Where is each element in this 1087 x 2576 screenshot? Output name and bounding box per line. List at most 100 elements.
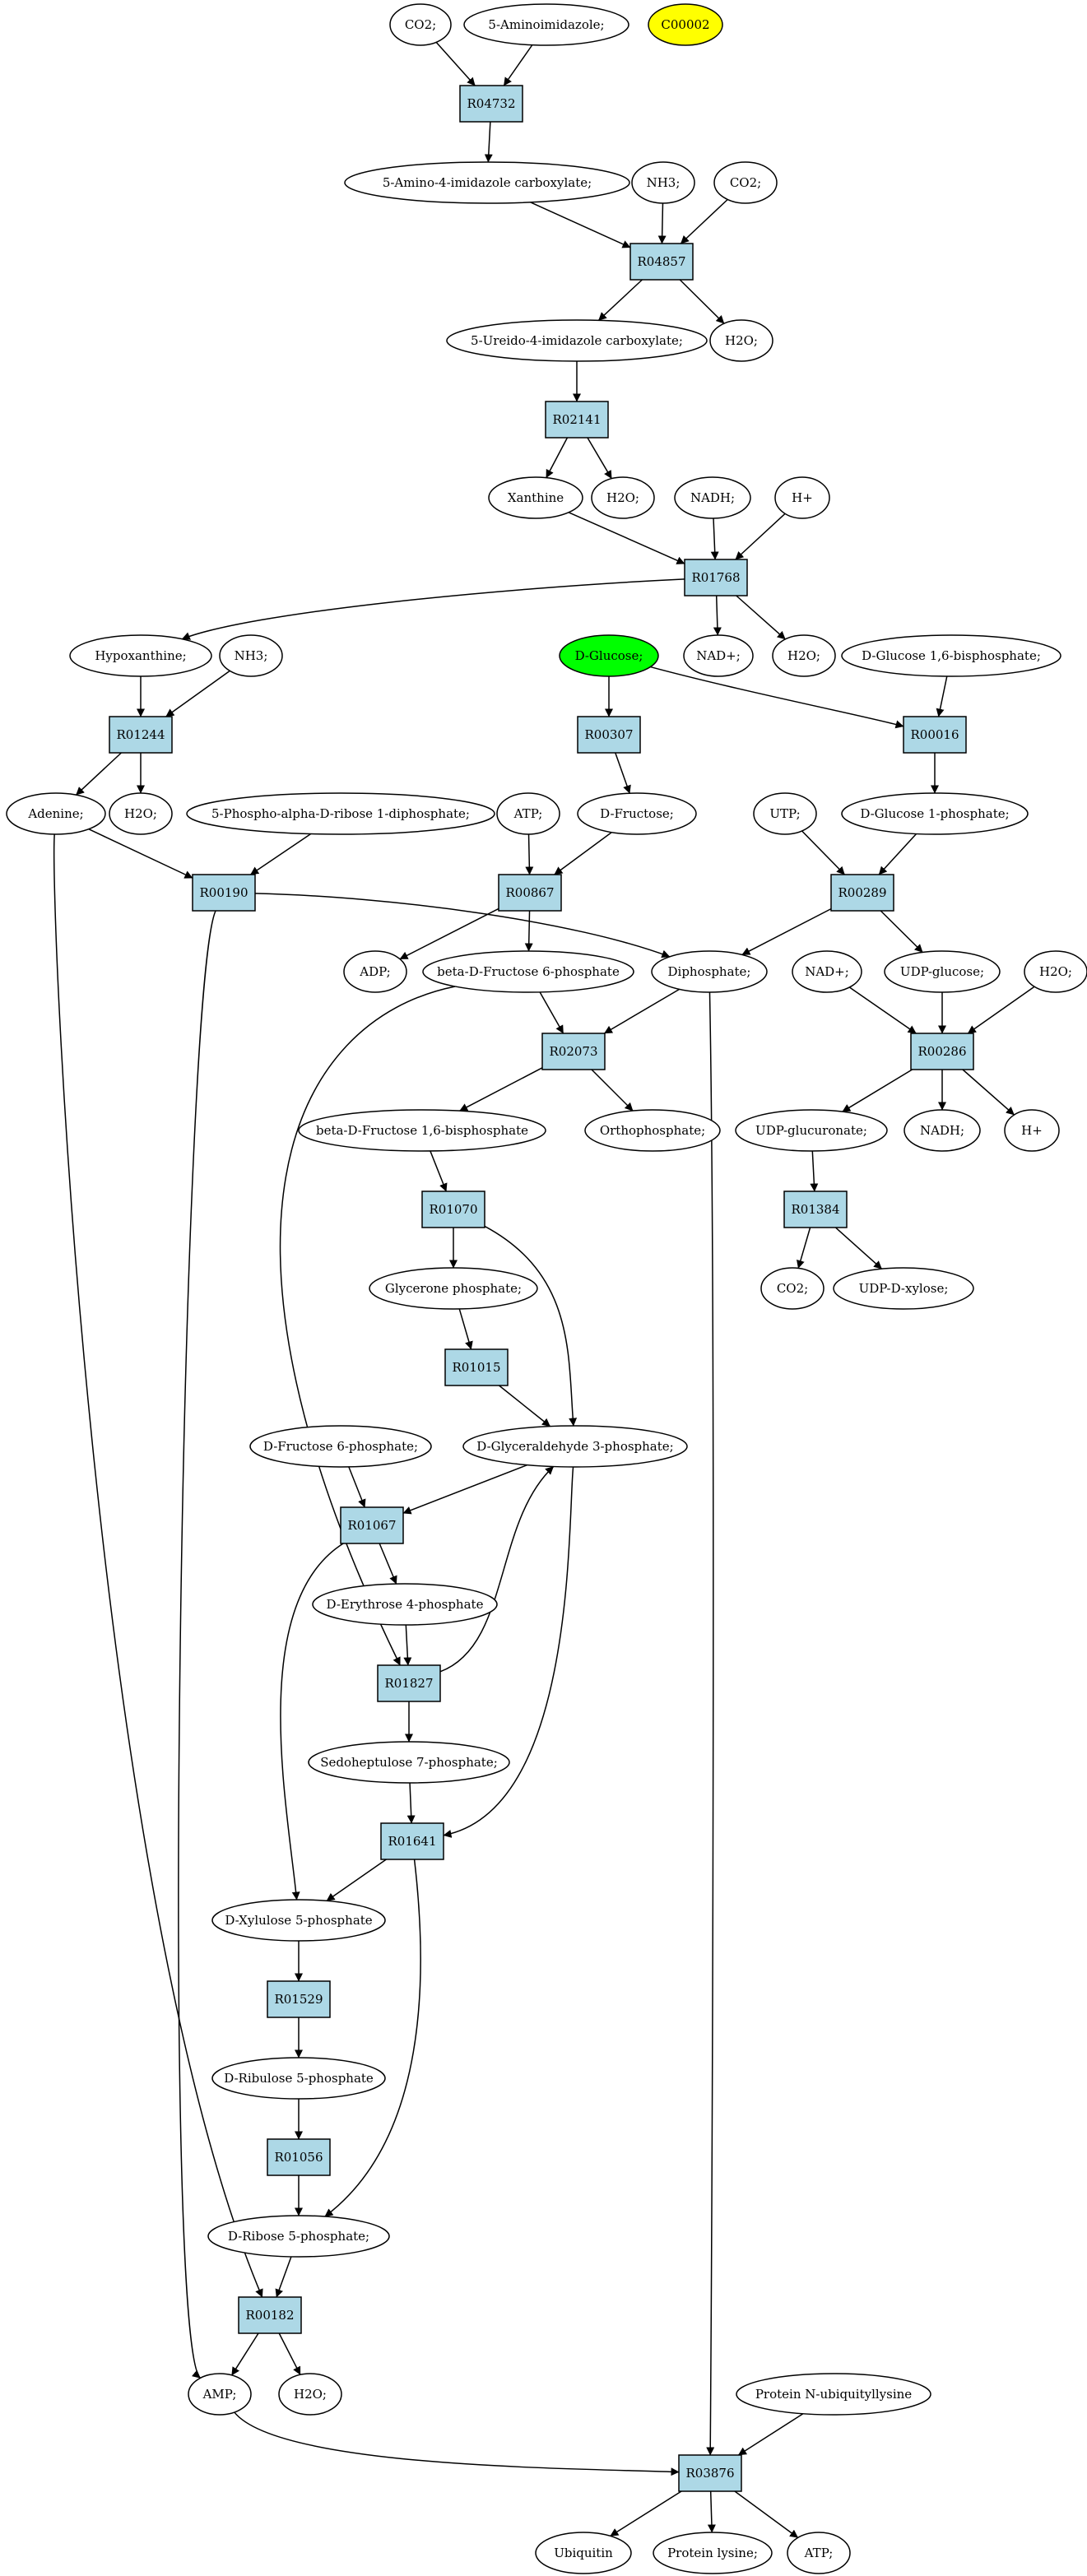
reaction-node-R01056: R01056 [267, 2138, 331, 2176]
reaction-node-R01827: R01827 [377, 1664, 441, 1702]
reaction-label: R00182 [245, 2308, 294, 2323]
reaction-box [421, 1191, 485, 1228]
compound-label: NH3; [235, 648, 268, 663]
reaction-node-R04857: R04857 [629, 243, 694, 281]
compound-shape [792, 950, 862, 993]
reaction-box [577, 716, 641, 754]
compound-label: Sedoheptulose 7-phosphate; [320, 1755, 498, 1770]
edge-amp-to-R03876 [234, 2411, 680, 2476]
edge-dglucose-to-R00016 [650, 666, 904, 729]
compound-label: D-Glucose; [575, 648, 643, 663]
compound-node-hplus_b: H+ [1004, 1109, 1060, 1152]
compound-shape [344, 161, 630, 204]
compound-shape [709, 319, 773, 362]
reaction-label: R03876 [685, 2466, 734, 2481]
compound-label: Glycerone phosphate; [385, 1281, 522, 1296]
compound-shape [631, 161, 695, 204]
compound-shape [904, 1109, 981, 1152]
compound-node-dfructose: D-Fructose; [577, 792, 697, 835]
reaction-box [783, 1191, 848, 1228]
edge-R01015-to-g3p [499, 1385, 551, 1427]
reaction-label: R00307 [584, 727, 633, 742]
edge-aminoimidazole-to-R04732 [503, 44, 533, 86]
edge-nh3_b-to-R01244 [165, 670, 230, 717]
compound-label: D-Fructose 6-phosphate; [263, 1439, 418, 1454]
compound-node-co2_b: CO2; [713, 161, 778, 204]
edge-glyceronep-to-R01015 [458, 1308, 473, 1350]
edges [53, 41, 1035, 2538]
compound-node-xanthine: Xanthine [488, 476, 583, 519]
compound-label: NH3; [647, 175, 681, 190]
edge-dfructose-to-R00867 [554, 832, 612, 875]
reaction-label: R01015 [452, 1360, 500, 1375]
edge-co2_a-to-R04732 [435, 41, 476, 86]
compound-shape [369, 1267, 538, 1310]
edge-R01768-to-h2o_c [736, 595, 786, 640]
edge-R04857-to-uica [597, 279, 643, 321]
compound-shape [446, 319, 708, 362]
compound-node-atp_a: ATP; [496, 792, 560, 835]
edge-R02141-to-xanthine [546, 437, 569, 479]
reaction-node-R01067: R01067 [340, 1506, 404, 1544]
compound-label: UDP-D-xylose; [859, 1281, 949, 1296]
compound-label: H2O; [124, 806, 157, 821]
compound-shape [651, 950, 768, 993]
compound-label: ATP; [513, 806, 543, 821]
reaction-node-R01529: R01529 [267, 1980, 331, 2018]
edge-R01641-to-xyl5p [326, 1859, 387, 1901]
edge-R01067-to-xyl5p [280, 1543, 344, 1901]
reaction-node-R00286: R00286 [910, 1033, 974, 1070]
compound-label: Hypoxanthine; [95, 648, 186, 663]
compound-label: D-Fructose; [600, 806, 674, 821]
edge-R00867-to-bfru6p [524, 910, 533, 952]
compound-shape [312, 1583, 498, 1626]
compound-label: Adenine; [27, 806, 83, 821]
edge-R01244-to-adenine [75, 752, 122, 796]
compound-label: Ubiquitin [554, 2546, 613, 2560]
reaction-label: R01529 [274, 1992, 323, 2007]
reaction-label: R02073 [549, 1044, 597, 1059]
compound-shape [841, 792, 1029, 835]
compound-shape [343, 950, 407, 993]
edge-R01768-to-hypoxanthine [181, 578, 685, 640]
reaction-label: R00190 [199, 885, 248, 900]
compound-label: H+ [792, 490, 813, 505]
compound-label: NAD+; [805, 964, 849, 979]
reaction-box [267, 1980, 331, 2018]
edge-R01067-to-ery4p [379, 1543, 397, 1585]
compound-label: D-Xylulose 5-phosphate [225, 1913, 372, 1928]
compound-shape [211, 1899, 386, 1942]
compound-shape [674, 476, 751, 519]
compound-node-h2o_b: H2O; [591, 476, 655, 519]
compound-shape [422, 950, 634, 993]
edge-glc1p-to-R00289 [878, 833, 917, 875]
compound-node-uica: 5-Ureido-4-imidazole carboxylate; [446, 319, 708, 362]
reaction-node-R00307: R00307 [577, 716, 641, 754]
compound-shape [584, 1109, 721, 1152]
edge-dfru6p-to-R01067 [348, 1466, 366, 1508]
compound-node-diphosphate: Diphosphate; [651, 950, 768, 993]
compound-node-udpglucuronate: UDP-glucuronate; [735, 1109, 888, 1152]
compound-shape [109, 792, 173, 835]
compound-node-rib5p: D-Ribose 5-phosphate; [207, 2215, 390, 2258]
edge-R02073-to-bfru16bp [459, 1067, 543, 1112]
compound-node-nadplus_a: NAD+; [683, 634, 754, 677]
compound-shape [772, 634, 836, 677]
compound-label: Diphosphate; [668, 964, 751, 979]
edge-R01070-to-g3p [484, 1225, 578, 1427]
compound-shape [760, 1267, 825, 1310]
compound-label: UTP; [769, 806, 800, 821]
edge-bfru16bp-to-R01070 [430, 1150, 448, 1192]
compound-shape [463, 3, 629, 46]
edge-R00307-to-dfructose [615, 752, 631, 794]
compound-shape [774, 476, 830, 519]
compound-shape [308, 1741, 510, 1784]
reaction-box [830, 874, 894, 912]
compound-node-glc1p: D-Glucose 1-phosphate; [841, 792, 1029, 835]
edge-utp-to-R00289 [801, 830, 845, 875]
compound-node-ribu5p: D-Ribulose 5-phosphate [211, 2057, 386, 2100]
compound-node-adenine: Adenine; [6, 792, 106, 835]
edge-rib5p-to-R00182 [275, 2256, 292, 2298]
reaction-label: R00016 [910, 727, 959, 742]
edge-prpp-to-R00190 [250, 833, 312, 875]
